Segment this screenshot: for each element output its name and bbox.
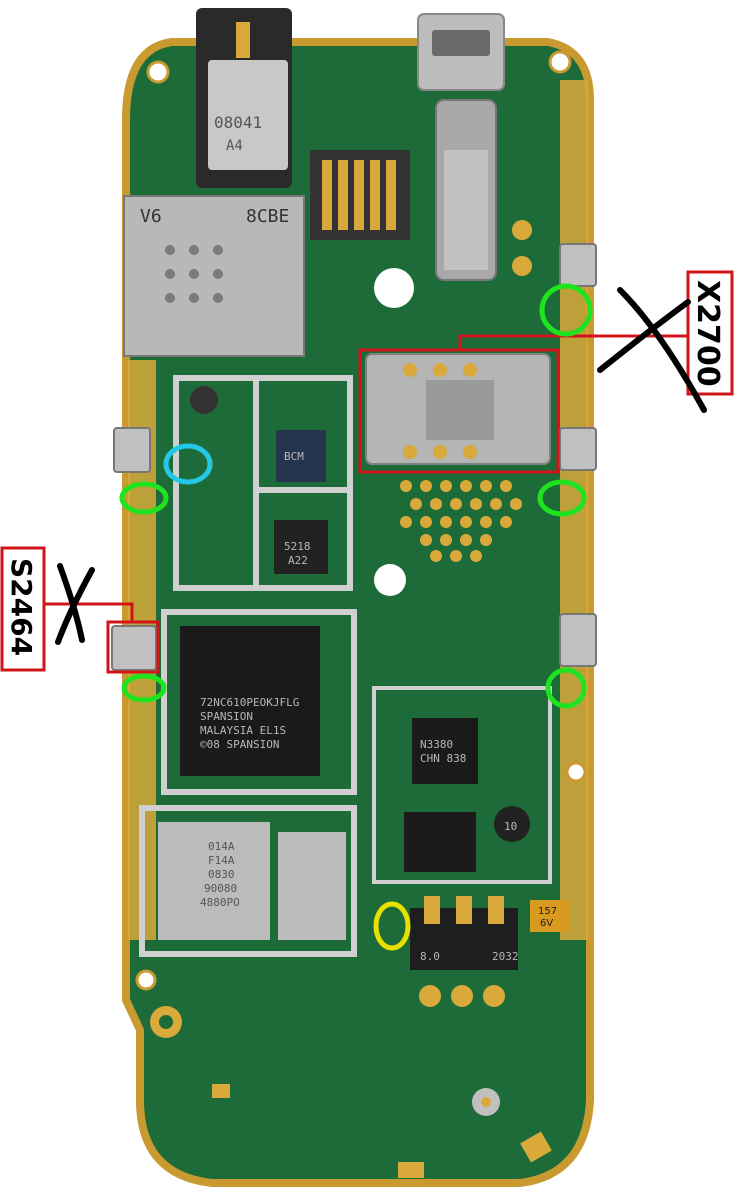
chip-5218-sub: A22 — [288, 554, 308, 567]
audio-jack-sub: A4 — [226, 138, 243, 154]
mem-line5: 4880PO — [200, 896, 240, 909]
s2464-label-box — [0, 546, 46, 672]
green-marker-3 — [119, 481, 169, 515]
side-switches — [111, 243, 597, 671]
x2700-cross-mark — [597, 287, 707, 413]
green-marker-4 — [121, 673, 167, 703]
green-marker-2 — [537, 479, 587, 517]
cap-sub: 6V — [540, 918, 553, 929]
tantalum-capacitor: 157 6V — [530, 900, 570, 932]
inductor-code: 10 — [504, 820, 517, 833]
green-marker-1 — [539, 283, 593, 337]
cpu-line3: MALAYSIA EL1S — [200, 724, 286, 737]
cpu-line2: SPANSION — [200, 710, 253, 723]
battery-connector: 8.0 2032 — [410, 896, 519, 1007]
s2464-label: S2464 — [5, 558, 38, 656]
mem-line3: 0830 — [208, 868, 235, 881]
s2464-callout: S2464 — [0, 546, 160, 674]
mem-line4: 90080 — [204, 882, 237, 895]
audio-jack: 08041 A4 — [196, 8, 292, 188]
connector-num: 2032 — [492, 950, 519, 963]
x2700-callout: X2700 — [358, 270, 734, 474]
audio-jack-code: 08041 — [214, 113, 262, 132]
bottom-features — [150, 1006, 552, 1178]
green-marker-5 — [545, 667, 587, 709]
vibra-motor — [435, 99, 497, 281]
cpu-line1: 72NC610PEOKJFLG — [200, 696, 299, 709]
sim-reader-code: 8CBE — [246, 206, 289, 227]
pmu-section: N3380 CHN 838 10 — [372, 686, 552, 884]
board-holes — [374, 268, 414, 596]
pmu-line1: N3380 — [420, 738, 453, 751]
rf-chip-text: BCM — [284, 450, 304, 463]
mem-line2: F14A — [208, 854, 235, 867]
memcard-connector — [310, 150, 410, 240]
cap-label: 157 — [538, 906, 557, 917]
cpu-line4: ©08 SPANSION — [200, 738, 279, 751]
yellow-marker — [373, 901, 411, 951]
rf-shield: BCM 5218 A22 — [173, 375, 353, 591]
chip-5218-text: 5218 — [284, 540, 311, 553]
s2464-cross-mark — [55, 563, 95, 645]
x2700-label: X2700 — [690, 280, 725, 387]
usb-port — [417, 13, 505, 91]
green-markers — [119, 283, 593, 709]
memory-module: 014A F14A 0830 90080 4880PO — [139, 805, 357, 957]
sim-holder — [365, 353, 551, 465]
cyan-marker — [163, 443, 213, 485]
cpu: 72NC610PEOKJFLG SPANSION MALAYSIA EL1S ©… — [161, 609, 357, 795]
sim-reader: V6 8CBE — [123, 195, 305, 357]
mem-line1: 014A — [208, 840, 235, 853]
bga-pad-grid — [400, 480, 522, 562]
sim-reader-v: V6 — [140, 206, 162, 227]
pmu-line2: CHN 838 — [420, 752, 466, 765]
edge-holes — [135, 50, 587, 991]
connector-code: 8.0 — [420, 950, 440, 963]
gold-pads — [512, 220, 532, 276]
x2700-label-box — [686, 270, 734, 396]
